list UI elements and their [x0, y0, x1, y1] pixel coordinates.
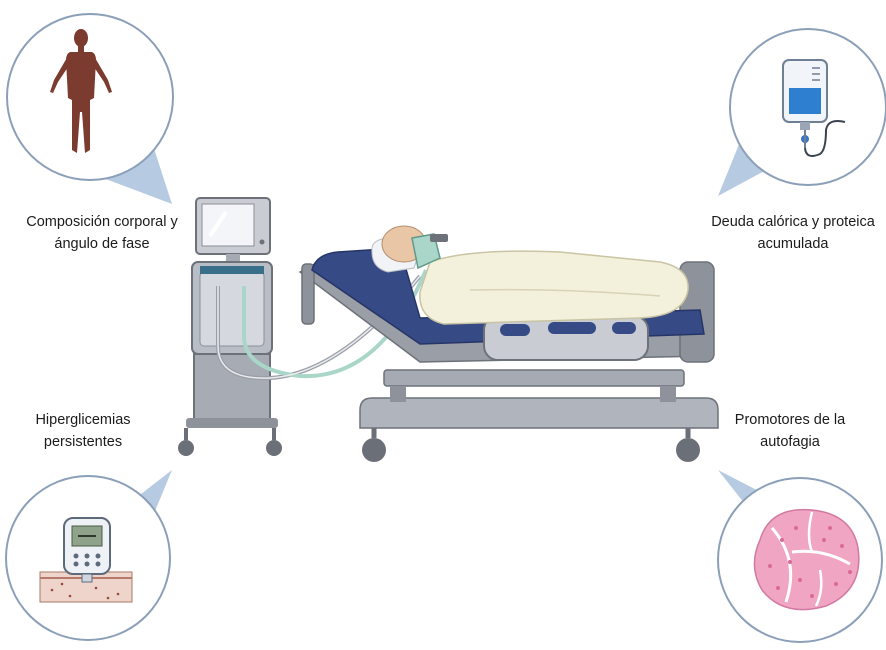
- bed-wheel: [362, 438, 386, 462]
- label-line: Composición corporal y: [26, 214, 178, 230]
- body-composition-callout: [6, 13, 174, 204]
- autophagy-callout: [717, 470, 883, 643]
- iv-bag-icon: [782, 59, 846, 157]
- tissue-histology-icon: [753, 508, 860, 611]
- hyperglycemia-callout: [5, 470, 172, 641]
- glucometer-icon: [63, 517, 111, 583]
- ventilator-wheel: [178, 440, 194, 456]
- caloric-debt-callout: [718, 28, 886, 196]
- icu-bed-illustration: [298, 225, 719, 462]
- label-hyperglycemia: Hiperglicemias persistentes: [18, 409, 148, 453]
- label-line: Deuda calórica y proteica: [711, 214, 875, 230]
- ventilator-illustration: [178, 197, 428, 456]
- label-line: ángulo de fase: [54, 236, 150, 252]
- label-body-composition: Composición corporal y ángulo de fase: [2, 211, 202, 255]
- label-line: persistentes: [43, 434, 123, 450]
- callout-pointer: [718, 132, 770, 196]
- label-line: Promotores de la: [734, 412, 846, 428]
- label-line: acumulada: [757, 236, 829, 252]
- label-caloric-debt: Deuda calórica y proteica acumulada: [695, 211, 886, 255]
- label-line: autofagia: [760, 434, 820, 450]
- ventilator-wheel: [266, 440, 282, 456]
- label-autophagy: Promotores de la autofagia: [715, 409, 865, 453]
- label-line: Hiperglicemias: [35, 412, 131, 428]
- bed-wheel: [676, 438, 700, 462]
- human-body-silhouette-icon: [50, 29, 112, 153]
